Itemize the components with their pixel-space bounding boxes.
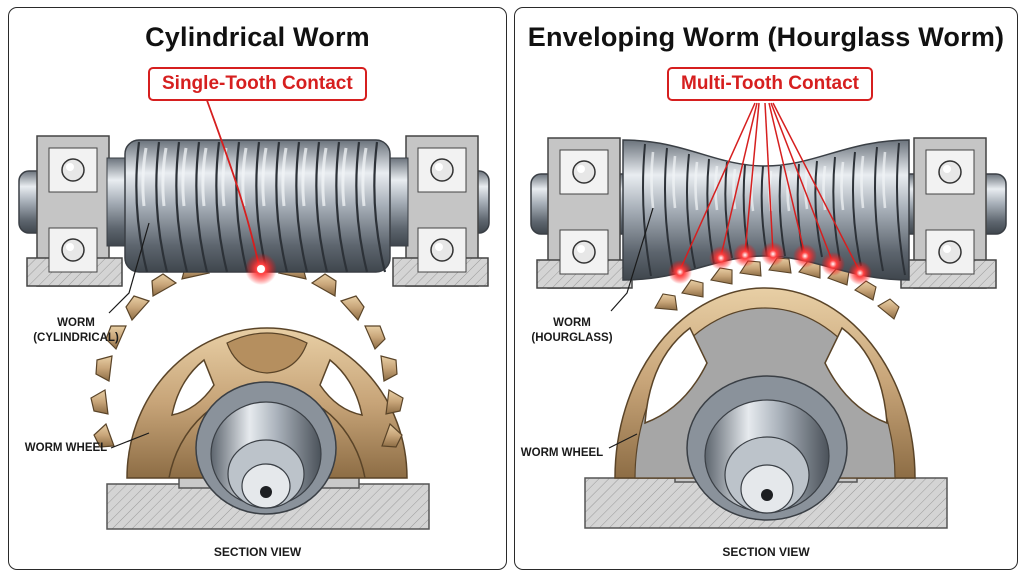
wheel-hub (686, 375, 848, 521)
worm-label: WORM (57, 317, 95, 329)
contact-point-icon (668, 102, 872, 285)
bearing-icon (900, 137, 997, 289)
worm-callout: WORM (HOURGLASS) (527, 316, 617, 346)
bearing-icon (389, 135, 489, 287)
worm-callout: WORM (CYLINDRICAL) (31, 316, 121, 346)
panel-title: Cylindrical Worm (145, 22, 370, 52)
section-view-label: SECTION VIEW (722, 545, 810, 559)
worm-type-label: (CYLINDRICAL) (33, 332, 119, 344)
bearing-icon (536, 137, 633, 289)
wheel-hub (195, 381, 337, 515)
single-tooth-contact-label: Single-Tooth Contact (148, 67, 367, 101)
cylindrical-worm-illustration (18, 91, 490, 530)
contact-point-icon (203, 91, 277, 285)
worm-label: WORM (553, 317, 591, 329)
cylindrical-worm (124, 139, 391, 273)
leader-lines (608, 207, 654, 449)
multi-tooth-contact-label: Multi-Tooth Contact (667, 67, 873, 101)
bearing-icon (26, 135, 126, 287)
worm-type-label: (HOURGLASS) (531, 332, 613, 344)
leader-lines (108, 222, 150, 449)
enveloping-worm-illustration (530, 102, 1007, 529)
section-view-label: SECTION VIEW (213, 545, 302, 559)
hourglass-worm (622, 139, 910, 281)
cylindrical-worm-panel: Cylindrical Worm Single-Tooth Contact WO… (8, 7, 507, 570)
enveloping-worm-panel: Enveloping Worm (Hourglass Worm) Multi-T… (514, 7, 1018, 570)
worm-wheel-label: WORM WHEEL (520, 447, 604, 459)
panel-title: Enveloping Worm (Hourglass Worm) (527, 22, 1005, 52)
worm-wheel-label: WORM WHEEL (24, 442, 108, 454)
